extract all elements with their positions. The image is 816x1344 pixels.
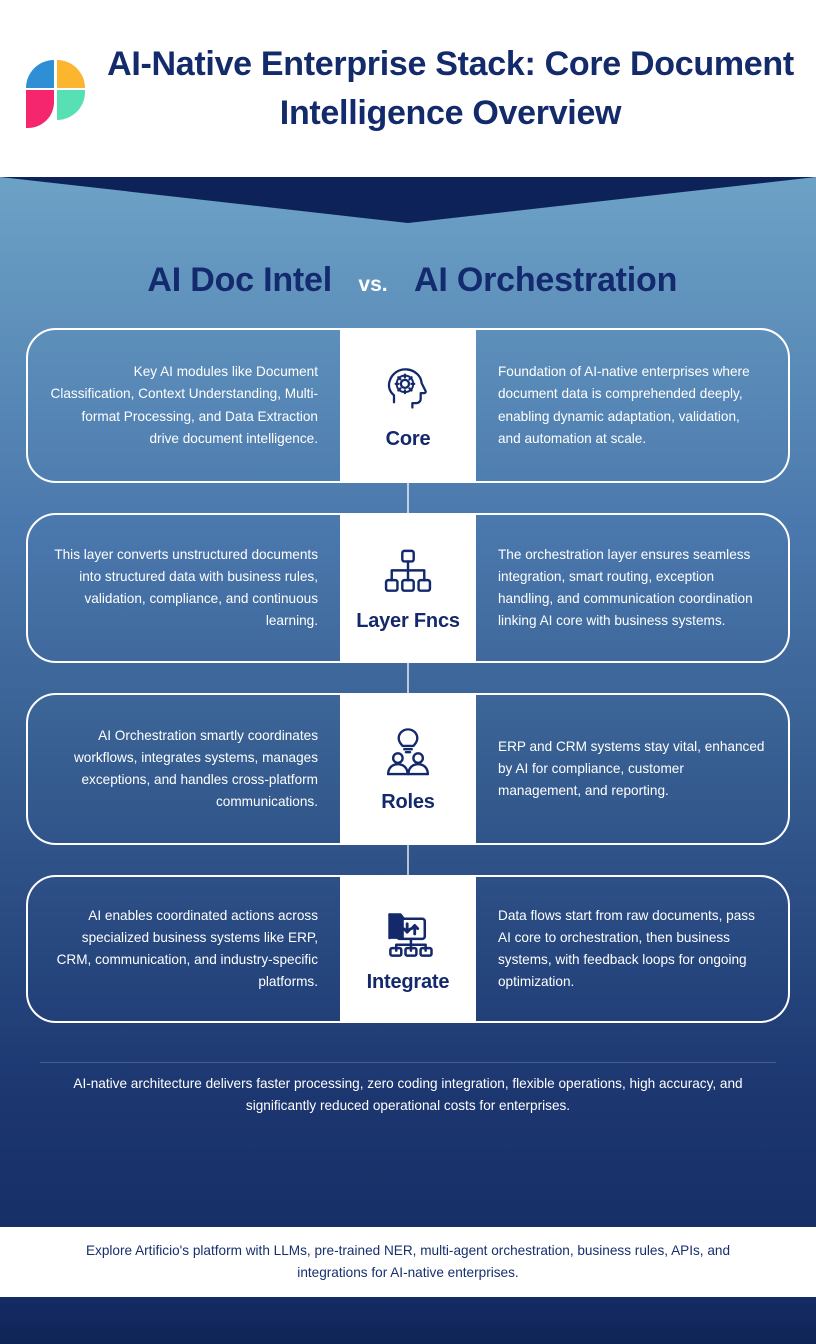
row-block-layer-fncs: This layer converts unstructured documen… [0, 513, 816, 693]
heading-right-label: AI Orchestration [414, 260, 678, 299]
heading-vs-label: vs. [358, 273, 388, 296]
hierarchy-org-chart-icon [377, 543, 439, 601]
row-block-integrate: AI enables coordinated actions across sp… [0, 875, 816, 1023]
summary-text: AI-native architecture delivers faster p… [73, 1076, 743, 1114]
folder-transfer-network-icon [377, 904, 439, 962]
heading-left-label: AI Doc Intel [147, 260, 332, 299]
row-center-panel: Roles [340, 695, 476, 843]
infographic-body: AI Doc Intel vs. AI Orchestration Key AI… [0, 177, 816, 1227]
row-center-panel: Integrate [340, 877, 476, 1021]
row-connector-line [407, 483, 409, 513]
logo-quadrant-bottom-left [26, 89, 54, 128]
row-icon-label: Core [385, 427, 431, 450]
comparison-rows: Key AI modules like Document Classificat… [0, 328, 816, 1023]
comparison-heading-row: AI Doc Intel vs. AI Orchestration [0, 252, 816, 308]
artificio-logo-icon [25, 54, 87, 128]
brain-gear-head-icon [377, 361, 439, 419]
logo-quadrant-bottom-right [57, 89, 85, 120]
logo-quadrant-top-right [57, 59, 85, 88]
footer-navy-strip [0, 1297, 816, 1344]
row-center-panel: Core [340, 330, 476, 481]
footer-text: Explore Artificio's platform with LLMs, … [85, 1242, 731, 1280]
row-right-text: ERP and CRM systems stay vital, enhanced… [498, 738, 765, 798]
row-icon-label: Layer Fncs [356, 610, 460, 632]
table-row[interactable]: AI enables coordinated actions across sp… [26, 875, 790, 1023]
row-left-text: This layer converts unstructured documen… [54, 546, 318, 629]
table-row[interactable]: Key AI modules like Document Classificat… [26, 328, 790, 483]
row-connector-line [407, 663, 409, 693]
row-icon-label: Roles [381, 791, 435, 813]
row-connector-line [407, 845, 409, 875]
row-left-text: Key AI modules like Document Classificat… [50, 364, 318, 446]
row-right-text: Foundation of AI-native enterprises wher… [498, 364, 750, 446]
row-icon-label: Integrate [366, 971, 450, 993]
page-title: AI-Native Enterprise Stack: Core Documen… [107, 45, 794, 132]
summary-divider [40, 1062, 776, 1063]
row-right-text: Data flows start from raw documents, pas… [498, 907, 755, 990]
row-block-core: Key AI modules like Document Classificat… [0, 328, 816, 513]
row-center-panel: Layer Fncs [340, 515, 476, 661]
row-block-roles: AI Orchestration smartly coordinates wor… [0, 693, 816, 875]
navy-chevron-banner [0, 177, 816, 223]
footer-banner: Explore Artificio's platform with LLMs, … [0, 1227, 816, 1297]
lightbulb-people-icon [377, 724, 439, 782]
row-left-text: AI enables coordinated actions across sp… [56, 907, 318, 990]
row-left-text: AI Orchestration smartly coordinates wor… [73, 727, 318, 810]
logo-quadrant-top-left [26, 59, 54, 88]
row-right-text: The orchestration layer ensures seamless… [498, 546, 753, 629]
table-row[interactable]: This layer converts unstructured documen… [26, 513, 790, 663]
page-header: AI-Native Enterprise Stack: Core Documen… [0, 0, 816, 177]
table-row[interactable]: AI Orchestration smartly coordinates wor… [26, 693, 790, 845]
